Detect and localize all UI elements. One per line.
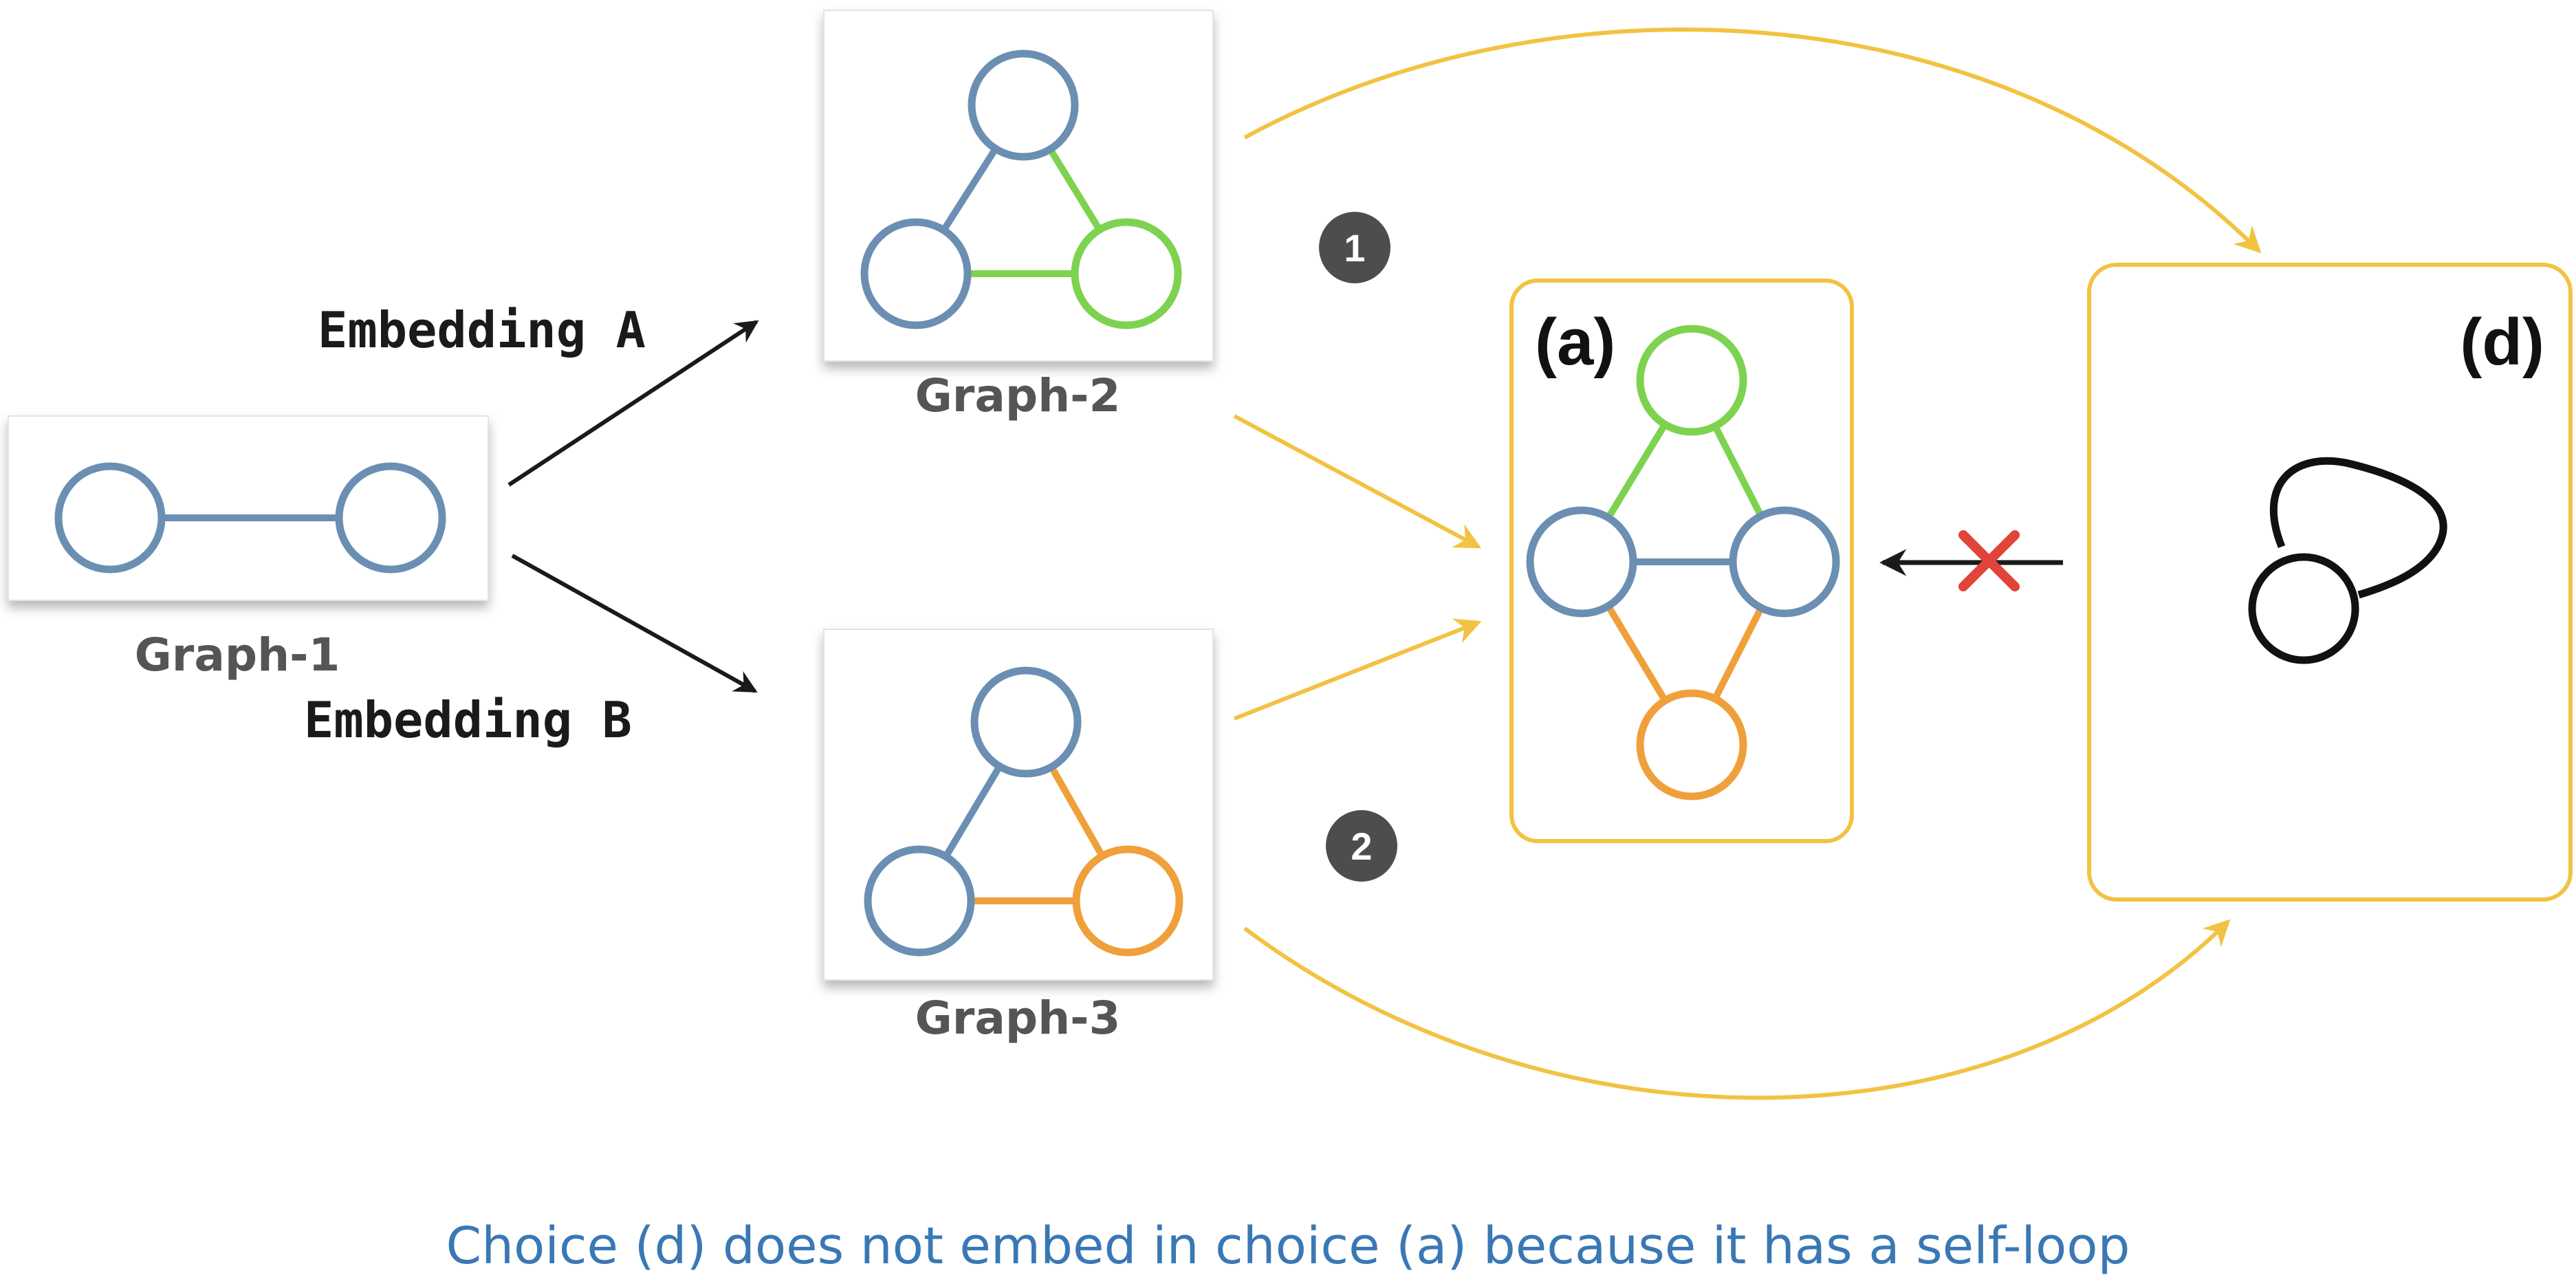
graph-3-node-top	[970, 666, 1082, 778]
graph-3-label: Graph-3	[915, 992, 1121, 1045]
embedding-a-arrow	[507, 320, 759, 487]
choice-a-label: (a)	[1535, 305, 1615, 379]
blocked-embedding-arrow	[1879, 530, 2063, 591]
choice-a-node-top	[1636, 325, 1747, 436]
choice-d-box: (d)	[2087, 263, 2573, 902]
graph-1-node-left	[54, 462, 166, 574]
choice-a-node-left	[1526, 506, 1637, 618]
graph-2-node-top	[968, 50, 1079, 161]
graph-2-label: Graph-2	[915, 369, 1121, 422]
choice-d-self-loop	[2269, 457, 2447, 599]
arrow-graph3-to-a	[1233, 618, 1482, 721]
choice-d-label: (d)	[2460, 305, 2544, 379]
graph-3-node-left	[864, 845, 975, 957]
graph-2-card: Graph-2	[823, 10, 1214, 422]
graph-1-node-right	[335, 462, 446, 574]
choice-d-node	[2248, 553, 2359, 664]
graph-3-node-right	[1072, 845, 1183, 957]
graph-2-node-left	[860, 218, 972, 329]
badge-1: 1	[1319, 212, 1390, 283]
arrow-graph3-to-d	[1243, 919, 2231, 1100]
graph-1-card: Graph-1	[8, 415, 489, 682]
graph-2-node-right	[1071, 218, 1182, 329]
arrow-graph2-to-a	[1233, 414, 1482, 549]
embedding-a-label: Embedding A	[318, 301, 646, 359]
arrow-graph2-to-d	[1243, 27, 2262, 254]
svg-text:1: 1	[1344, 226, 1365, 270]
svg-text:2: 2	[1351, 825, 1372, 868]
embedding-b-label: Embedding B	[304, 691, 632, 749]
cross-icon	[1958, 530, 2020, 591]
choice-a-node-right	[1729, 506, 1840, 618]
caption: Choice (d) does not embed in choice (a) …	[446, 1217, 2130, 1276]
graph-1-label: Graph-1	[135, 629, 340, 682]
choice-a-node-bottom	[1636, 689, 1747, 800]
embedding-b-arrow	[511, 554, 758, 693]
badge-2: 2	[1326, 810, 1397, 882]
choice-a-box: (a)	[1509, 279, 1854, 843]
graph-3-card: Graph-3	[823, 629, 1214, 1045]
